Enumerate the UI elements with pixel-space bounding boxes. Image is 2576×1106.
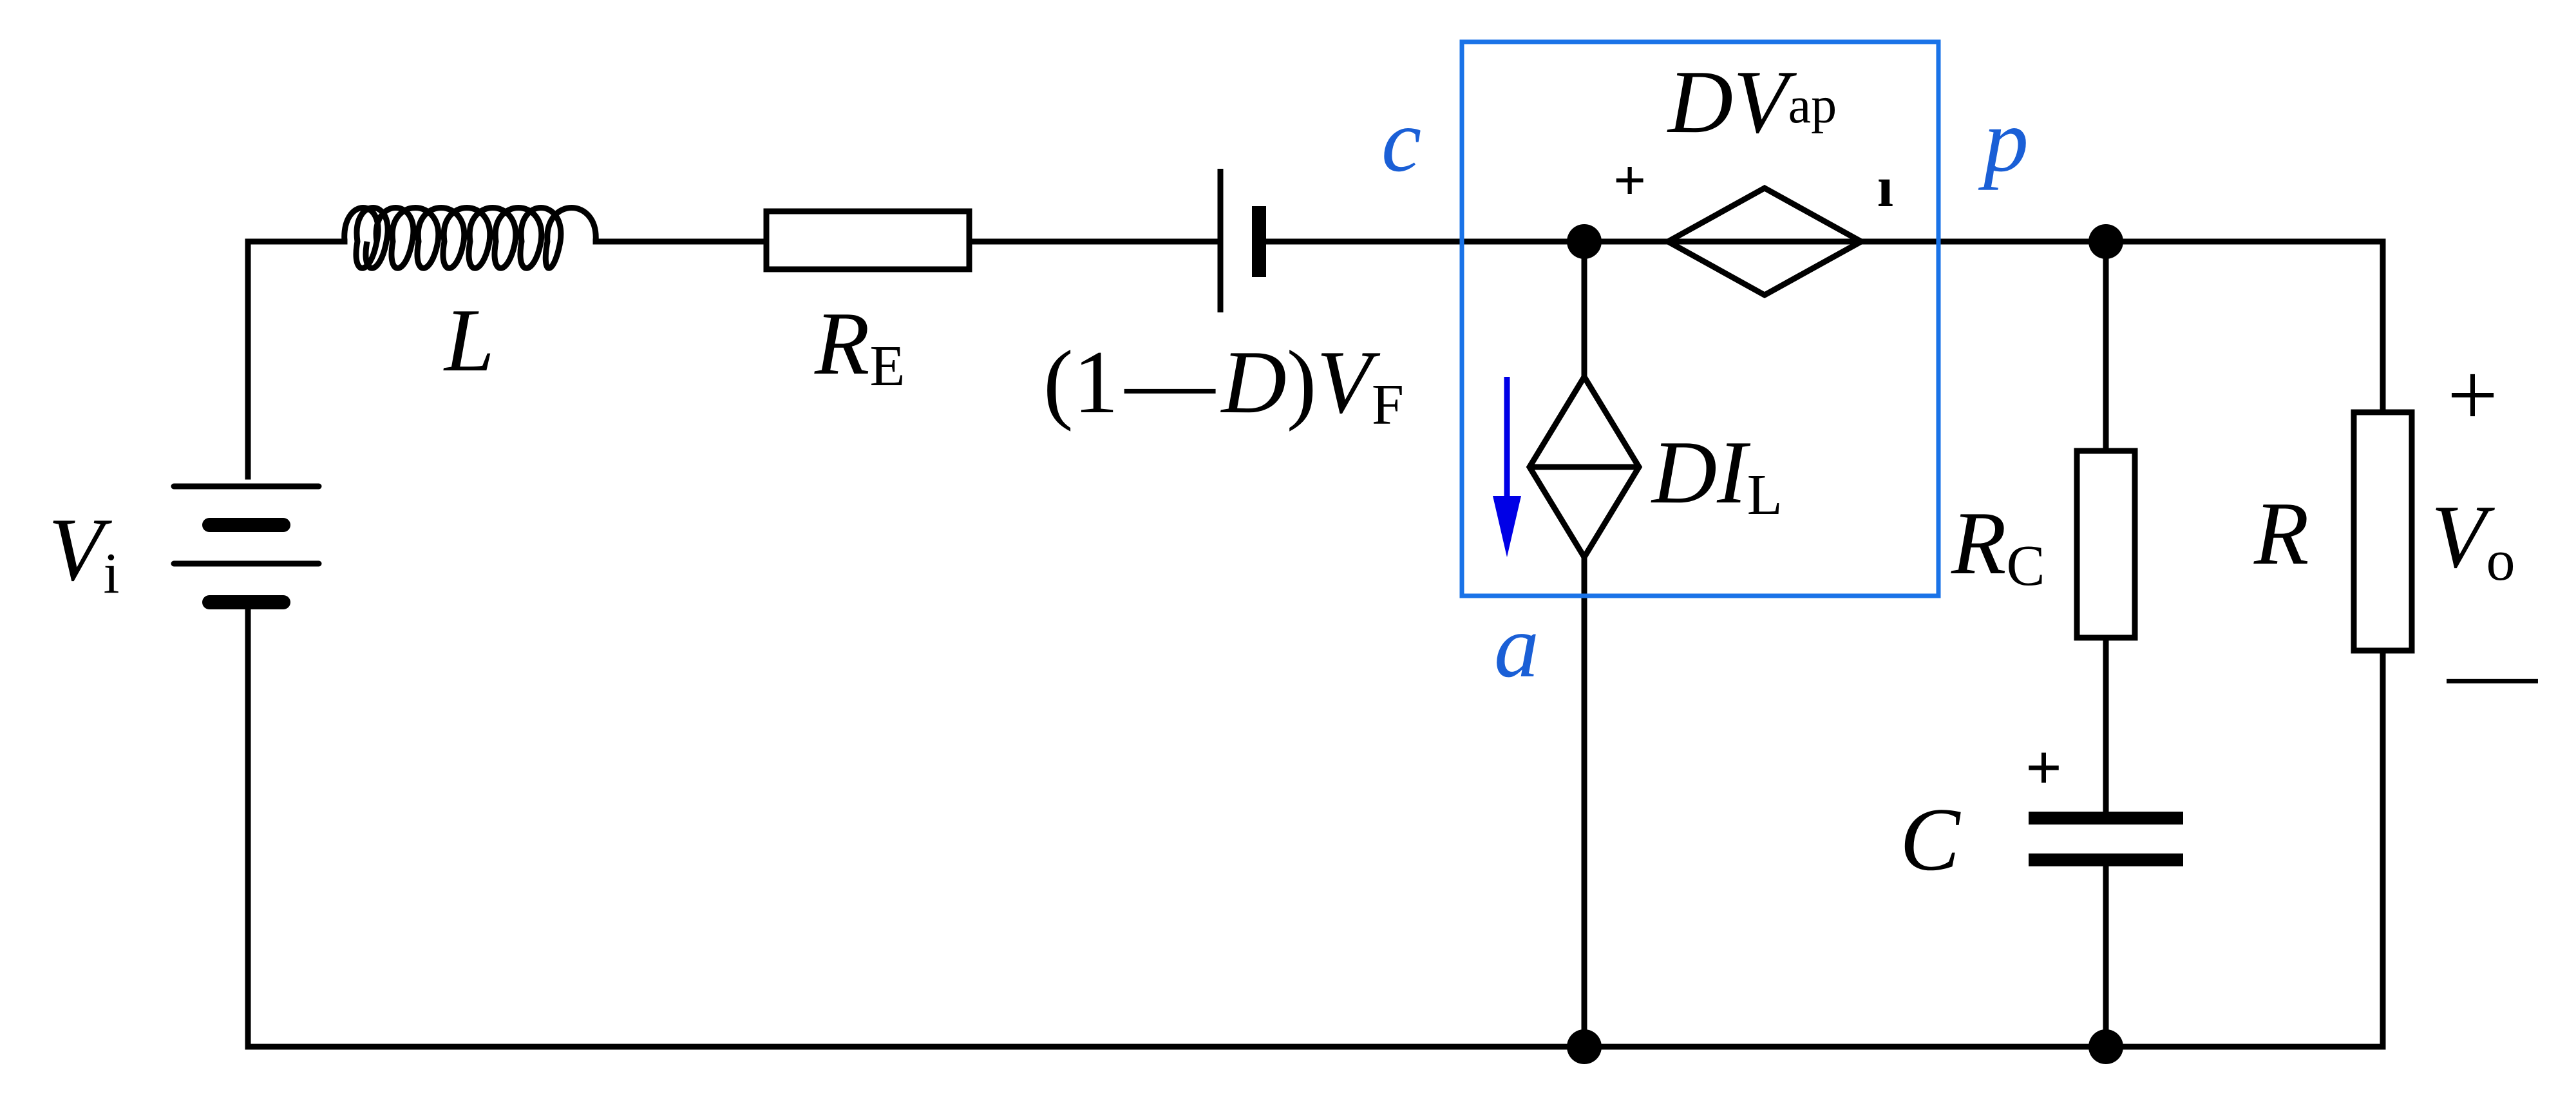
label-capacitor-plus: + [2025,732,2062,803]
label-node-a: a [1494,596,1539,696]
label-voltage-source-f: (1—D)VF [1043,332,1404,437]
wire-left-bottom [245,596,2386,1050]
node-dot-c [1567,224,1602,259]
label-resistor-c: RC [1951,493,2045,598]
label-load-resistor: R [2253,484,2309,584]
switch-network-box [1459,39,1941,598]
label-dep-voltage-plus: + [1613,149,1646,213]
input-battery [171,483,322,609]
wire-left-top [245,238,348,480]
wire-dep-right [1858,238,2386,415]
node-dots [1567,224,2123,1064]
label-dep-current: DIL [1651,423,1783,527]
label-dep-voltage-minus: ı [1877,155,1893,219]
node-dot-a [1567,1029,1602,1064]
resistor-re [763,208,972,272]
label-output-plus: + [2447,345,2498,445]
load-resistor [2351,409,2415,654]
label-node-p: p [1978,91,2029,191]
inductor [341,205,599,271]
label-dep-voltage: DVap [1667,52,1837,152]
label-inductor: L [443,291,495,390]
label-node-c: c [1381,91,1421,191]
label-capacitor: C [1900,790,1961,890]
label-output-voltage: Vo [2431,487,2515,593]
label-output-minus: — [2447,622,2538,722]
node-dot-rc-top [2088,224,2123,259]
current-arrow [1493,377,1521,557]
resistor-rc [2074,448,2138,641]
voltage-source-f [1217,169,1266,312]
wires [245,238,2386,1050]
label-resistor-e: RE [814,294,905,398]
node-dot-rc-bottom [2088,1029,2123,1064]
capacitor [2029,812,2183,866]
label-input-source: Vi [48,500,120,605]
